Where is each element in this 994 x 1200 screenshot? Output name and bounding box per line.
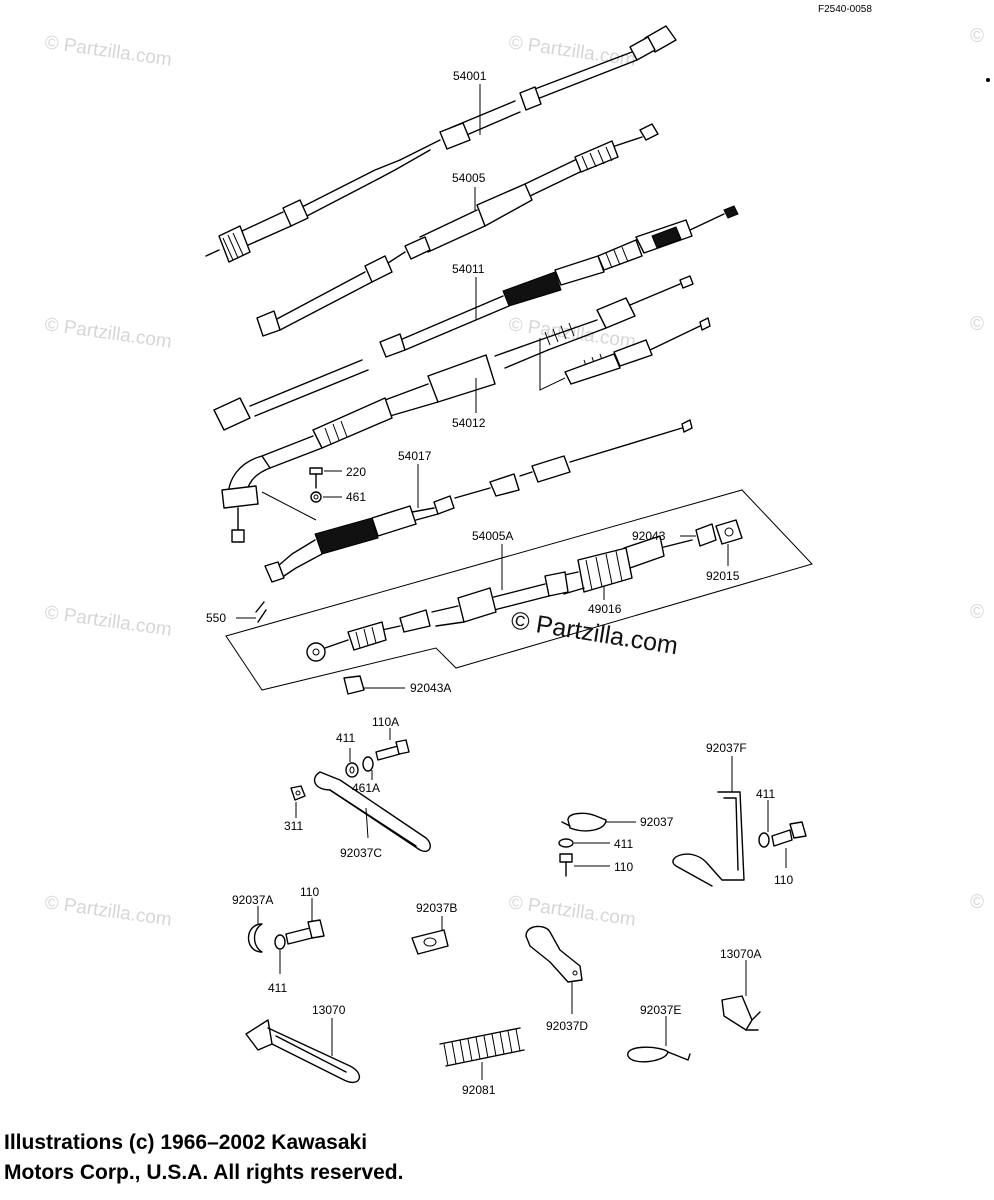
part-label-92043A: 92043A bbox=[410, 681, 451, 695]
watermark: © Partzilla.com bbox=[43, 602, 173, 641]
part-label-550: 550 bbox=[206, 611, 226, 625]
clamp-92037 bbox=[561, 812, 607, 832]
part-label-411d: 411 bbox=[268, 981, 287, 995]
fitting-92043 bbox=[695, 523, 717, 547]
part-label-110d: 110 bbox=[300, 885, 319, 899]
nut-461 bbox=[310, 491, 322, 503]
figure-code: F2540-0058 bbox=[818, 4, 872, 15]
rubber-boot bbox=[577, 547, 633, 593]
watermark-symbol: © bbox=[970, 26, 984, 47]
part-label-13070: 13070 bbox=[312, 1003, 346, 1017]
washer-411b bbox=[558, 838, 574, 848]
watermark: © Partzilla.com bbox=[507, 32, 637, 71]
clip-92037A bbox=[247, 923, 263, 953]
part-label-49016: 49016 bbox=[588, 602, 622, 616]
part-label-92037E: 92037E bbox=[640, 1003, 681, 1017]
part-label-54005A: 54005A bbox=[472, 529, 513, 543]
part-label-92037A: 92037A bbox=[232, 893, 273, 907]
part-label-54017: 54017 bbox=[398, 449, 432, 463]
adjuster bbox=[574, 140, 619, 173]
pin-550 bbox=[255, 601, 267, 623]
leader-line bbox=[261, 491, 317, 521]
part-label-92037B: 92037B bbox=[416, 901, 457, 915]
part-label-461: 461 bbox=[346, 490, 366, 504]
part-label-92037F: 92037F bbox=[706, 741, 747, 755]
bolt-110c bbox=[771, 821, 807, 847]
group-outline bbox=[225, 489, 813, 691]
part-label-92037C: 92037C bbox=[340, 846, 382, 860]
watermark-symbol: © bbox=[970, 602, 984, 623]
part-label-110c: 110 bbox=[774, 873, 793, 887]
nut-92015 bbox=[715, 519, 743, 545]
copyright-line-2: Motors Corp., U.S.A. All rights reserved… bbox=[4, 1161, 404, 1184]
cable-54011 bbox=[213, 205, 739, 431]
part-label-110A: 110A bbox=[372, 715, 399, 729]
cable-54012 bbox=[221, 275, 711, 543]
part-label-311: 311 bbox=[284, 819, 303, 833]
cable-end bbox=[723, 205, 739, 219]
part-label-92037D: 92037D bbox=[546, 1019, 588, 1033]
leader-line bbox=[365, 807, 369, 839]
part-label-54005: 54005 bbox=[452, 171, 486, 185]
nut-311 bbox=[290, 785, 306, 801]
copyright-line-1: Illustrations (c) 1966–2002 Kawasaki bbox=[4, 1131, 368, 1154]
part-label-13070A: 13070A bbox=[720, 947, 761, 961]
part-label-92015: 92015 bbox=[706, 569, 740, 583]
part-label-92043: 92043 bbox=[632, 529, 666, 543]
part-label-220: 220 bbox=[346, 465, 366, 479]
watermark: © Partzilla.com bbox=[43, 314, 173, 353]
cable-end bbox=[699, 317, 711, 331]
bolt-110b bbox=[559, 853, 573, 877]
corner-dot bbox=[986, 78, 990, 82]
cable-54005 bbox=[256, 123, 659, 337]
copyright-notice: Illustrations (c) 1966–2002 Kawasaki Mot… bbox=[4, 1128, 403, 1188]
watermark: © Partzilla.com bbox=[43, 32, 173, 71]
part-label-411b: 411 bbox=[614, 837, 633, 851]
part-label-411c: 411 bbox=[756, 787, 775, 801]
cable-fitting bbox=[218, 225, 251, 263]
watermark: © Partzilla.com bbox=[43, 892, 173, 931]
bolt-110A bbox=[375, 739, 410, 761]
part-label-54011: 54011 bbox=[452, 262, 485, 276]
cable-end bbox=[679, 275, 694, 289]
part-label-54001: 54001 bbox=[453, 69, 487, 83]
bolt-220 bbox=[309, 467, 323, 489]
bolt-110d bbox=[285, 919, 325, 945]
part-label-92081: 92081 bbox=[462, 1083, 496, 1097]
cable-end bbox=[213, 397, 251, 431]
part-label-92037: 92037 bbox=[640, 815, 674, 829]
bracket-92037C bbox=[313, 771, 431, 852]
part-label-110b: 110 bbox=[614, 860, 633, 874]
cable-end bbox=[681, 419, 693, 433]
washer-461A bbox=[362, 756, 374, 772]
bracket-92037F bbox=[672, 791, 745, 887]
cable-end bbox=[264, 561, 285, 583]
washer-411d bbox=[274, 934, 286, 950]
cable-54005A bbox=[306, 535, 693, 662]
spring-92081 bbox=[439, 1027, 525, 1067]
part-label-54012: 54012 bbox=[452, 416, 486, 430]
cable-eye bbox=[306, 642, 326, 662]
part-label-461A: 461A bbox=[352, 781, 380, 795]
cable-54001 bbox=[205, 25, 677, 263]
washer-411 bbox=[345, 762, 359, 778]
bracket-92037D bbox=[525, 925, 583, 983]
pin-92043A bbox=[343, 675, 365, 695]
cable-54017 bbox=[264, 419, 693, 583]
clamp-92037B bbox=[411, 929, 449, 955]
adjuster bbox=[596, 297, 636, 329]
watermark-symbol: © bbox=[970, 314, 984, 335]
cable-end bbox=[256, 310, 281, 337]
watermark: © Partzilla.com bbox=[507, 892, 637, 931]
cable-end bbox=[639, 123, 659, 141]
part-label-411: 411 bbox=[336, 731, 355, 745]
clip-92037E bbox=[627, 1046, 691, 1063]
watermark-symbol: © bbox=[970, 892, 984, 913]
leader-line bbox=[539, 338, 566, 391]
bracket-13070 bbox=[245, 1019, 361, 1084]
washer-411c bbox=[758, 832, 770, 848]
clip-13070A bbox=[721, 995, 761, 1031]
